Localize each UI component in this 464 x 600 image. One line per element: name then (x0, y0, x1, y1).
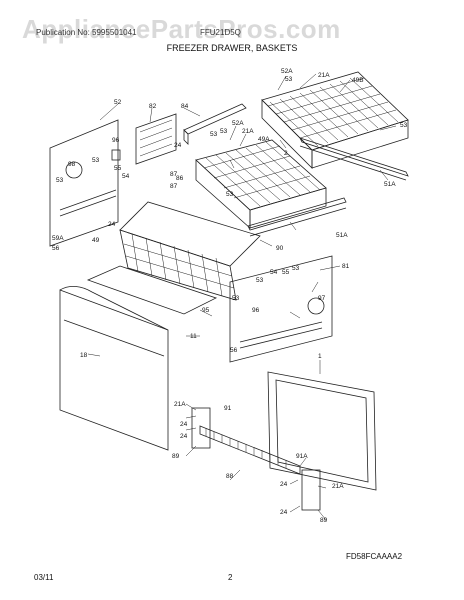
label-52: 52 (114, 99, 122, 106)
label-90: 90 (276, 245, 284, 252)
label-87: 87 (170, 171, 178, 178)
label-53-l2: 53 (56, 177, 64, 184)
label-81: 81 (342, 263, 350, 270)
label-91: 91 (224, 405, 232, 412)
label-24-b: 24 (108, 221, 116, 228)
label-49a: 49A (258, 136, 270, 143)
basket-49a (195, 139, 327, 229)
label-11: 11 (190, 333, 197, 340)
gasket-1 (267, 371, 377, 491)
divider-84 (183, 103, 247, 145)
diagram-code: FD58FCAAAA2 (346, 552, 403, 561)
model-number: FFU21D5Q (200, 28, 241, 37)
page-title: FREEZER DRAWER, BASKETS (166, 43, 298, 53)
label-56-r: 56 (230, 347, 238, 354)
footer-date: 03/11 (34, 573, 54, 582)
label-49b: 49B (352, 77, 364, 84)
label-21a-lo2: 21A (332, 483, 344, 490)
label-95: 95 (202, 307, 210, 314)
label-49: 49 (92, 237, 100, 244)
label-24-c: 24 (180, 421, 188, 428)
label-89: 89 (172, 453, 180, 460)
drawer-front-11 (59, 286, 169, 451)
publication-header: Publication No: 5995501041 (36, 28, 137, 37)
label-84: 84 (181, 103, 189, 110)
label-24-e: 24 (280, 481, 288, 488)
label-53-r2: 53 (292, 265, 300, 272)
label-53-top: 53 (285, 76, 293, 83)
label-53-m2: 53 (220, 128, 228, 135)
label-52a-mid: 52A (232, 120, 244, 127)
label-98: 98 (68, 161, 76, 168)
label-82: 82 (149, 103, 157, 110)
rack-88 (199, 425, 301, 475)
label-53-r4: 53 (256, 277, 264, 284)
label-59a: 59A (52, 235, 64, 242)
label-52a-top: 52A (281, 68, 293, 75)
label-21a-lo: 21A (174, 401, 186, 408)
rail-assembly-52 (49, 119, 121, 247)
label-51a-right: 51A (384, 181, 396, 188)
slide-rail-51a-right (299, 137, 409, 181)
label-24-a: 24 (174, 142, 182, 149)
slide-rail-51a-mid (247, 197, 347, 237)
label-53-r1: 53 (400, 122, 408, 129)
label-53-m1: 53 (210, 131, 218, 138)
label-88: 88 (226, 473, 234, 480)
label-54-r: 54 (270, 269, 278, 276)
label-51a-mid: 51A (336, 232, 348, 239)
rail-assembly-81 (229, 255, 333, 363)
label-53-l1: 53 (92, 157, 100, 164)
label-87b: 87 (170, 183, 178, 190)
bracket-89-right (301, 469, 321, 511)
label-91a: 91A (296, 453, 308, 460)
page-number: 2 (228, 573, 233, 582)
label-96-r: 96 (252, 307, 260, 314)
label-24-d: 24 (180, 433, 188, 440)
label-56-l: 56 (52, 245, 60, 252)
label-21a-top: 21A (318, 72, 330, 79)
label-18: 18 (80, 352, 88, 359)
label-2: 2 (284, 150, 288, 157)
label-89b: 89 (320, 517, 328, 524)
label-96: 96 (112, 137, 120, 144)
label-55-l: 55 (114, 165, 122, 172)
bracket-89-left (191, 407, 211, 449)
label-21a-mid: 21A (242, 128, 254, 135)
basket-90 (119, 201, 261, 301)
label-86: 86 (176, 175, 184, 182)
label-55-r: 55 (282, 269, 290, 276)
tray-95 (86, 265, 218, 315)
label-54-l: 54 (122, 173, 130, 180)
label-97: 97 (318, 295, 326, 302)
label-53-r3: 53 (232, 295, 240, 302)
divider-82 (135, 113, 177, 165)
label-53-m3: 53 (226, 191, 234, 198)
basket-49b (261, 71, 409, 169)
watermark-logo: AppliancePartsPros.com (22, 14, 341, 44)
label-24-f: 24 (280, 509, 288, 516)
label-1: 1 (318, 353, 322, 360)
